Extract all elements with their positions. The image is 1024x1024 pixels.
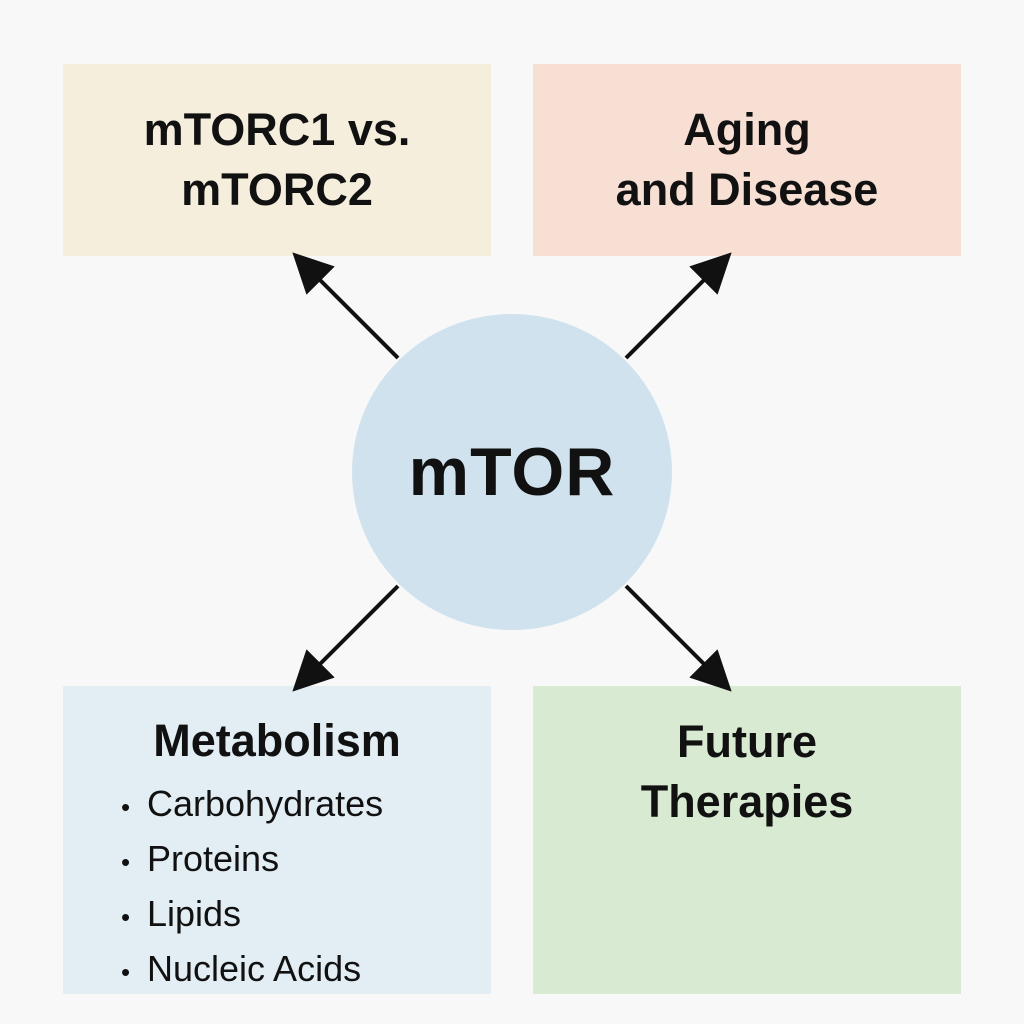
title-line-2: and Disease (615, 164, 879, 215)
bullet-icon: • (121, 792, 131, 822)
title-line-2: mTORC2 (181, 164, 373, 215)
list-item: • Proteins (121, 833, 383, 888)
title-line-1: mTORC1 vs. (143, 104, 411, 155)
list-item-label: Nucleic Acids (147, 948, 362, 989)
title-line-1: Future (677, 716, 817, 767)
center-label: mTOR (408, 434, 616, 510)
box-aging-disease-title: Aging and Disease (533, 64, 961, 220)
title-line-2: Therapies (640, 776, 854, 827)
box-metabolism: Metabolism • Carbohydrates • Proteins • Lip… (63, 686, 491, 994)
list-item-label: Proteins (147, 838, 280, 879)
arrow-to-future-therapies (624, 584, 732, 692)
box-mtorc-comparison: mTORC1 vs. mTORC2 (63, 64, 491, 256)
center-node-mtor: mTOR (352, 314, 672, 630)
box-future-therapies: Future Therapies (533, 686, 961, 994)
bullet-icon: • (121, 902, 131, 932)
title-line-1: Aging (683, 104, 811, 155)
arrow-to-metabolism (292, 584, 400, 692)
box-mtorc-comparison-title: mTORC1 vs. mTORC2 (63, 64, 491, 220)
metabolism-list: • Carbohydrates • Proteins • Lipids • Nuclei… (121, 778, 383, 998)
list-item: • Nucleic Acids (121, 943, 383, 998)
box-metabolism-title: Metabolism (153, 715, 401, 766)
list-item-label: Carbohydrates (147, 783, 384, 824)
bullet-icon: • (121, 957, 131, 987)
bullet-icon: • (121, 847, 131, 877)
list-item: • Lipids (121, 888, 383, 943)
list-item-label: Lipids (147, 893, 242, 934)
box-aging-disease: Aging and Disease (533, 64, 961, 256)
list-item: • Carbohydrates (121, 778, 383, 833)
arrow-to-aging-disease (624, 252, 732, 360)
box-future-therapies-title: Future Therapies (533, 686, 961, 832)
arrow-to-mtorc-comparison (292, 252, 400, 360)
